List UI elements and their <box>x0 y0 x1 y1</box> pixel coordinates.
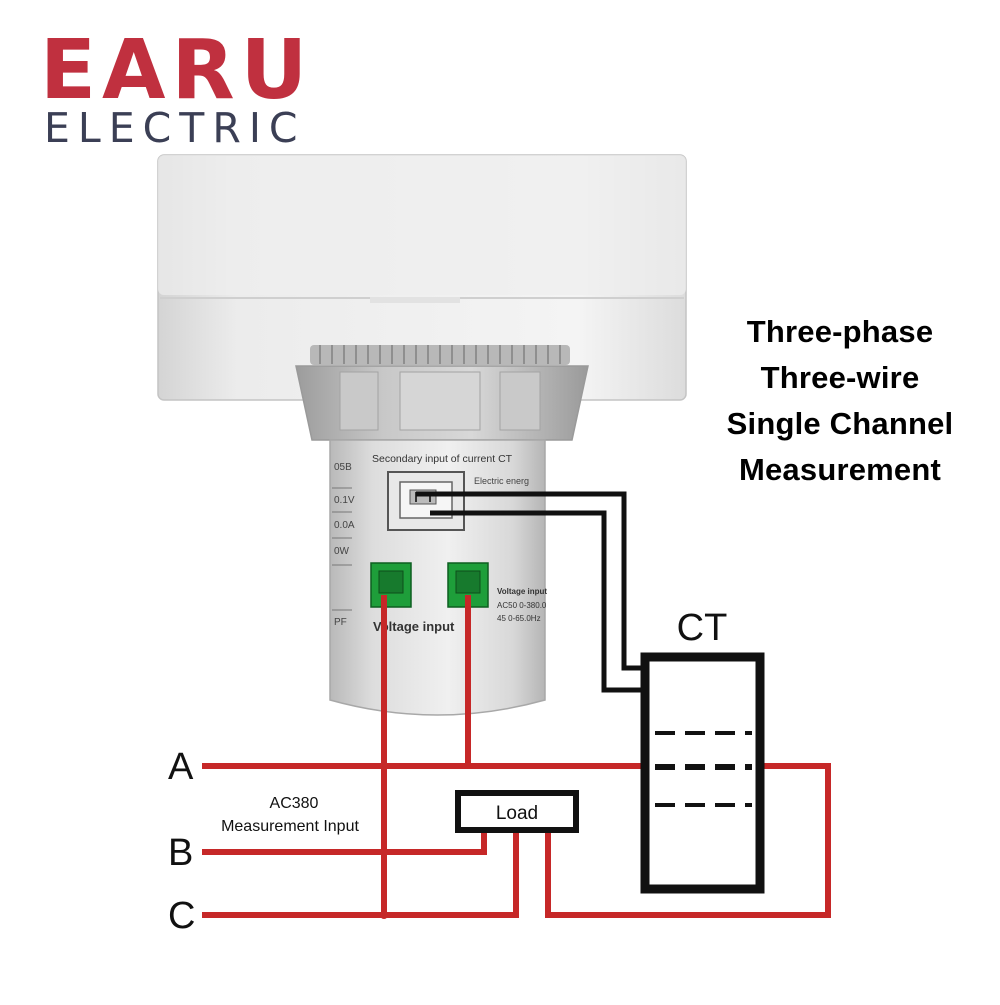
voltage-spec-block: Voltage input AC50 0-380.0 45 0-65.0Hz <box>497 587 547 623</box>
title-line-3: Single Channel <box>726 406 954 441</box>
load-box: Load <box>455 790 579 833</box>
load-label: Load <box>496 803 538 824</box>
ct-port-label: Secondary input of current CT <box>372 453 513 465</box>
ct-wire-inner <box>430 510 645 693</box>
ct-wires <box>416 491 645 693</box>
phase-a-label: A <box>168 746 194 788</box>
title-line-2: Three-wire <box>760 360 920 395</box>
side-spec-1: 0.1V <box>334 495 355 506</box>
ct-body <box>640 652 765 894</box>
voltage-spec-2: AC50 0-380.0 <box>497 601 547 610</box>
voltage-spec-1: Voltage input <box>497 587 547 596</box>
input-label-line-1: AC380 <box>270 795 319 812</box>
side-spec-3: 0W <box>334 546 350 557</box>
phase-wires <box>202 595 831 918</box>
title-line-4: Measurement <box>738 452 942 487</box>
title-line-1: Three-phase <box>746 314 934 349</box>
nut-teeth <box>319 345 561 364</box>
meter-device: 05B 0.1V 0.0A 0W PF Secondary input of c… <box>157 154 687 716</box>
voltage-spec-3: 45 0-65.0Hz <box>497 614 541 623</box>
brand-logo: EARU ELECTRIC <box>40 23 313 152</box>
phase-c-label: C <box>168 895 195 937</box>
side-spec-4: PF <box>334 617 347 628</box>
ct-transformer: CT <box>640 607 765 894</box>
phase-b-wire <box>202 827 487 855</box>
input-label-line-2: Measurement Input <box>221 818 359 835</box>
phase-c-wire <box>202 827 519 918</box>
ct-label: CT <box>677 607 728 649</box>
electric-energy-label: Electric energ <box>474 476 529 486</box>
side-spec-2: 0.0A <box>334 520 355 531</box>
ct-wire-outer <box>416 491 645 671</box>
mounting-nut <box>295 345 589 441</box>
phase-b-label: B <box>168 832 193 874</box>
model-fragment: 05B <box>334 462 352 473</box>
ct-connector <box>387 471 465 531</box>
phase-a-return <box>545 763 831 918</box>
brand-name: EARU <box>40 23 313 118</box>
brand-subtitle: ELECTRIC <box>44 104 306 152</box>
side-spec-strip: 05B 0.1V 0.0A 0W PF <box>332 462 355 628</box>
voltage-terminal-left <box>370 562 412 608</box>
voltage-input-label: Voltage input <box>373 619 455 634</box>
